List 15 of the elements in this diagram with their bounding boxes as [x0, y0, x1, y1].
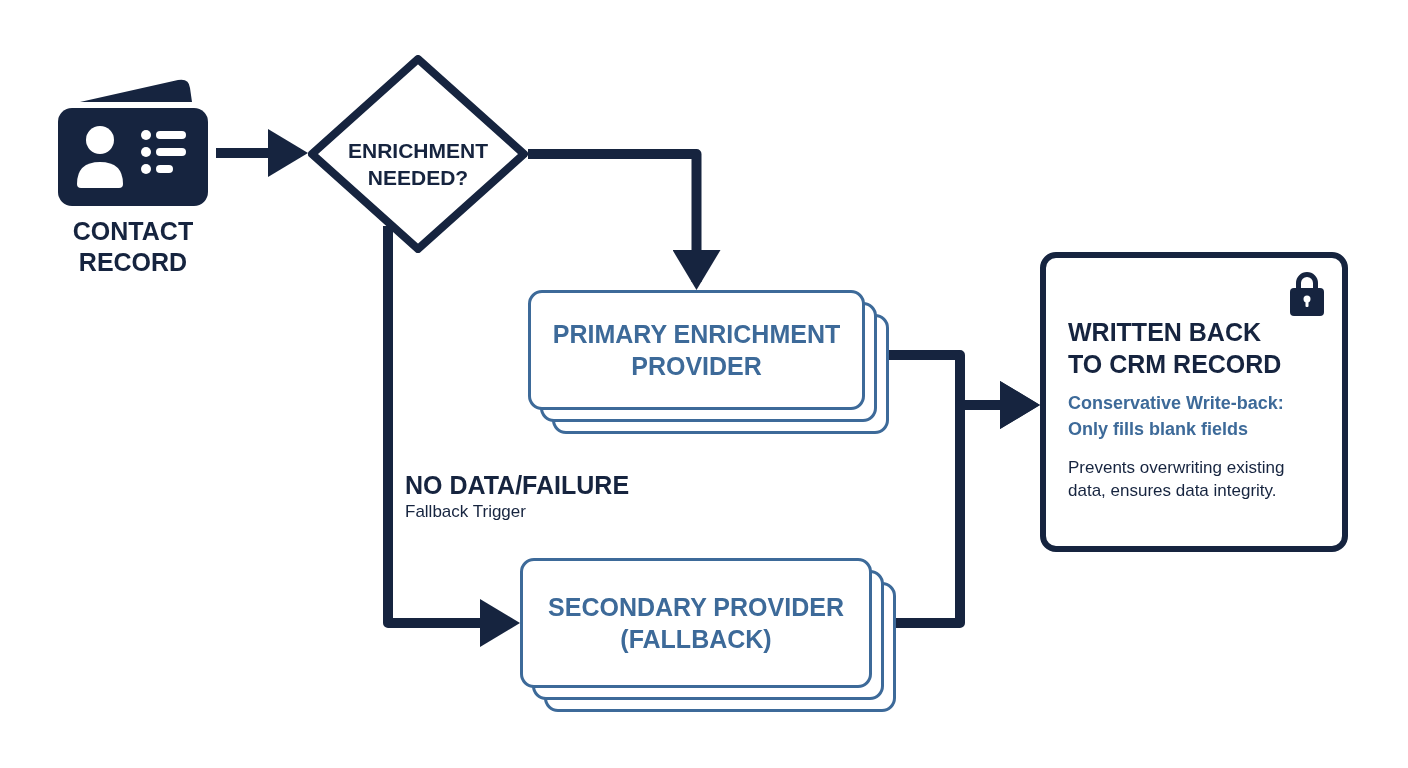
- connector-arrow: [216, 129, 308, 177]
- decision-label: ENRICHMENT NEEDED?: [347, 138, 489, 191]
- card-subtitle: Conservative Write-back: Only fills blank fields: [1068, 392, 1285, 441]
- stacked-process-card: [520, 558, 896, 712]
- card-title: PRIMARY ENRICHMENT PROVIDER: [551, 319, 842, 382]
- node-label: CONTACT RECORD: [71, 216, 195, 278]
- note-text: Fallback Trigger: [405, 501, 526, 523]
- connector-arrow: [528, 149, 721, 290]
- card-description: Prevents overwriting existing data, ensures data integrity.: [1068, 457, 1286, 502]
- card-title: SECONDARY PROVIDER (FALLBACK): [547, 592, 845, 655]
- connector-arrow: [383, 226, 520, 647]
- result-card: [1040, 252, 1348, 552]
- stacked-process-card: [528, 290, 889, 434]
- connector-arrow: [896, 381, 1040, 628]
- card-title: WRITTEN BACK TO CRM RECORD: [1068, 317, 1283, 380]
